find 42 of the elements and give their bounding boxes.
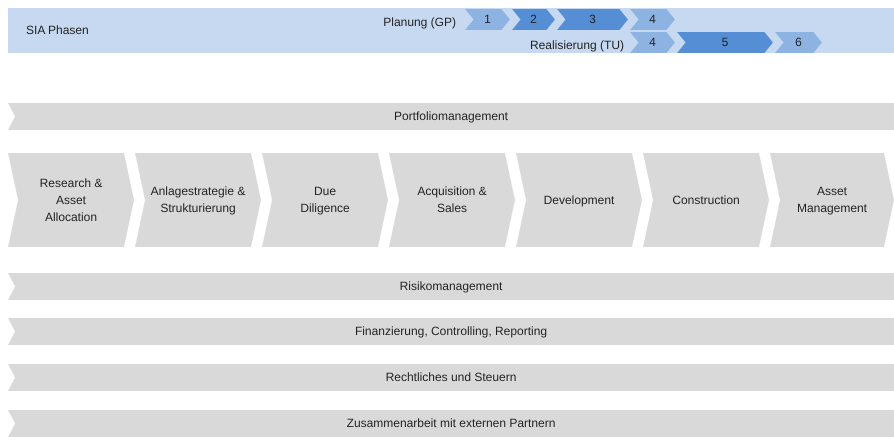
chevron-band [8,410,894,437]
step-label: Finanzierung, Controlling, Reporting [354,323,548,340]
chevron-step [630,9,675,30]
step-label: Portfoliomanagement [394,108,508,125]
step-label: SIA Phasen [26,22,89,39]
chevron-step [516,153,642,247]
chevron-step [135,153,261,247]
chevron-step [389,153,515,247]
step-label: 6 [795,34,802,51]
step-label: Rechtliches und Steuern [386,369,516,386]
chevron-band [8,318,894,345]
chevron-step [775,32,822,53]
chevron-band [8,273,894,300]
step-label: Asset Management [796,183,868,217]
phase-group-label: Planung (GP) [382,15,456,29]
step-label: Risikomanagement [400,278,502,295]
step-label: 2 [530,11,537,28]
chevron-step [677,32,773,53]
chevron-step [643,153,769,247]
step-label: 5 [722,34,728,51]
step-label: Due Diligence [299,183,351,217]
chevron-step [465,9,510,30]
chevron-step [512,9,555,30]
step-label: Zusammenarbeit mit externen Partnern [346,415,556,432]
chevron-step [557,9,628,30]
chevron-step [770,153,894,247]
step-label: Acquisition & Sales [416,183,488,217]
step-label: 1 [484,11,491,28]
step-label: Anlagestrategie & Strukturierung [150,183,246,217]
phase-band [8,8,894,53]
step-label: Research & Asset Allocation [38,174,104,226]
phase-group-label: Realisierung (TU) [528,38,624,52]
chevron-band [8,364,894,391]
step-label: 4 [649,11,656,28]
chevron-step [8,153,134,247]
step-label: 4 [649,34,656,51]
step-label: 3 [589,11,596,28]
chevron-step [262,153,388,247]
step-label: Development [542,192,616,208]
chevron-step [630,32,675,53]
step-label: Construction [671,192,741,208]
chevron-band [8,103,894,130]
